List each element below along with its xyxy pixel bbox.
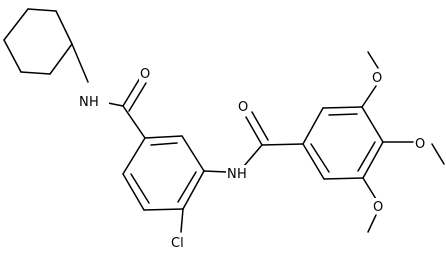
- bond: [367, 214, 377, 233]
- bond: [27, 8, 57, 12]
- amide-h-label: H: [89, 95, 99, 110]
- aromatic-bond: [130, 173, 150, 204]
- anilide-n-label: N: [227, 167, 237, 182]
- aromatic-bond: [328, 113, 358, 116]
- methoxy-o-bottom-label: O: [373, 200, 383, 215]
- bond: [180, 208, 184, 233]
- chlorophenyl-ring: [122, 135, 205, 211]
- bond: [71, 43, 89, 83]
- methoxy-o-top-label: O: [372, 71, 382, 86]
- bond: [323, 177, 364, 180]
- trimethoxyphenyl-ring: [302, 106, 384, 180]
- bond: [122, 173, 145, 211]
- bond: [362, 141, 384, 179]
- carbonyl-o-left-label: O: [140, 67, 150, 82]
- bond: [243, 144, 263, 167]
- bond: [20, 71, 51, 75]
- bond: [144, 135, 183, 139]
- bond: [431, 143, 445, 165]
- carbonyl-o-right-label: O: [238, 100, 248, 115]
- bond: [302, 107, 324, 145]
- aromatic-bond: [177, 171, 197, 203]
- bond: [361, 106, 384, 143]
- bond: [362, 177, 377, 200]
- amide-n-label: N: [79, 95, 89, 110]
- double-bond: [128, 82, 147, 112]
- aromatic-bond: [150, 142, 178, 146]
- bond: [302, 143, 325, 180]
- aromatic-bond: [310, 143, 330, 173]
- bond: [367, 51, 379, 69]
- atom-labels: N H O O N H Cl O O O: [76, 66, 426, 251]
- bond: [261, 143, 304, 146]
- methoxy-o-middle-label: O: [415, 137, 425, 152]
- bond: [181, 135, 205, 172]
- bond: [122, 137, 146, 175]
- bond: [182, 170, 205, 210]
- bond: [122, 105, 146, 139]
- bond: [55, 10, 73, 45]
- bond: [322, 106, 363, 109]
- cyclohexyl-ring: [3, 8, 73, 75]
- anilide-h-label: H: [237, 167, 247, 182]
- chlorine-label: Cl: [171, 236, 184, 251]
- bond: [361, 85, 377, 108]
- bond: [143, 208, 184, 211]
- bond: [49, 43, 73, 75]
- bond: [203, 170, 228, 173]
- bond: [3, 8, 29, 41]
- aromatic-bond: [357, 141, 376, 172]
- double-bond: [251, 111, 269, 141]
- double-bond: [245, 116, 263, 146]
- double-bond: [122, 77, 141, 107]
- bond: [3, 39, 22, 73]
